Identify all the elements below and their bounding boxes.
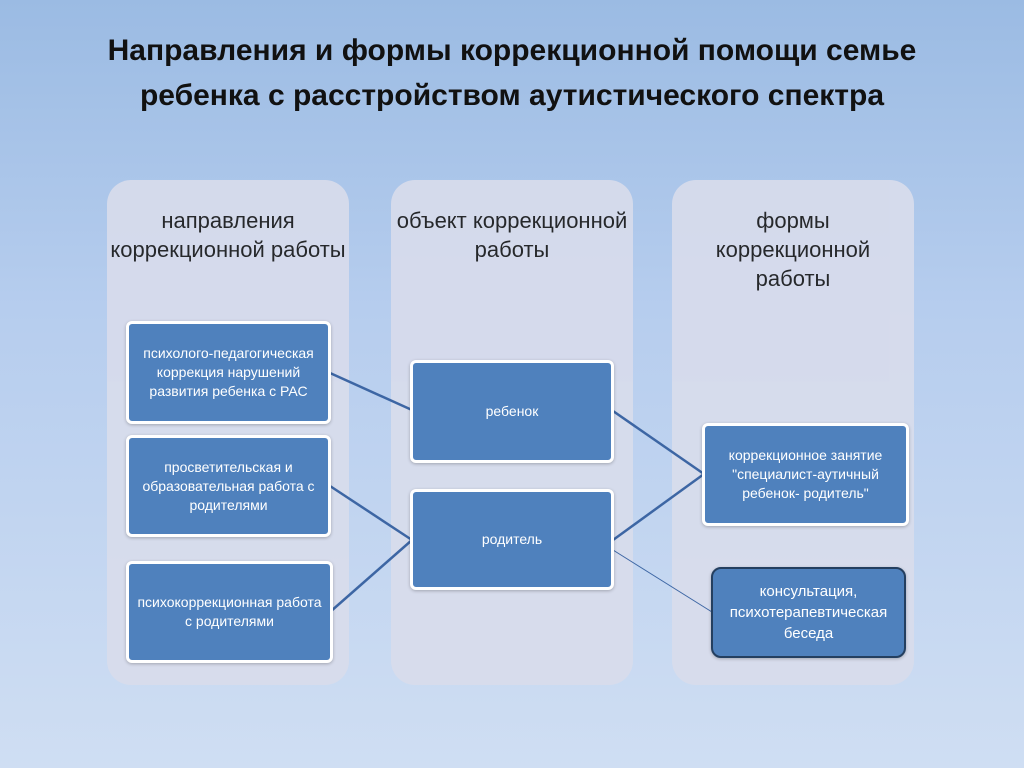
- connector-psychocorrection-to-parent: [329, 539, 413, 613]
- connector-parent-to-consultation: [612, 549, 713, 613]
- box-parent: родитель: [410, 489, 614, 590]
- column-forms-heading: формы коррекционной работы: [715, 208, 871, 291]
- box-psych-ped-correction: психолого-педагогическая коррекция наруш…: [126, 321, 331, 424]
- connector-psych-ped-to-child: [329, 371, 413, 412]
- connector-educational-to-parent: [329, 484, 413, 542]
- box-educational-work: просветительская и образовательная работ…: [126, 435, 331, 537]
- connector-parent-to-session: [612, 472, 705, 542]
- slide-title: Направления и формы коррекционной помощи…: [107, 34, 917, 112]
- column-directions-heading: направления коррекционной работы: [110, 208, 346, 262]
- box-child: ребенок: [410, 360, 614, 463]
- connector-child-to-session: [612, 409, 705, 476]
- column-object-heading: объект коррекционной работы: [396, 208, 628, 262]
- box-consultation: консультация, психотерапевтическая бесед…: [711, 567, 906, 658]
- box-correctional-session: коррекционное занятие "специалист-аутичн…: [702, 423, 909, 526]
- box-psychocorrection-work: психокоррекционная работа с родителями: [126, 561, 333, 663]
